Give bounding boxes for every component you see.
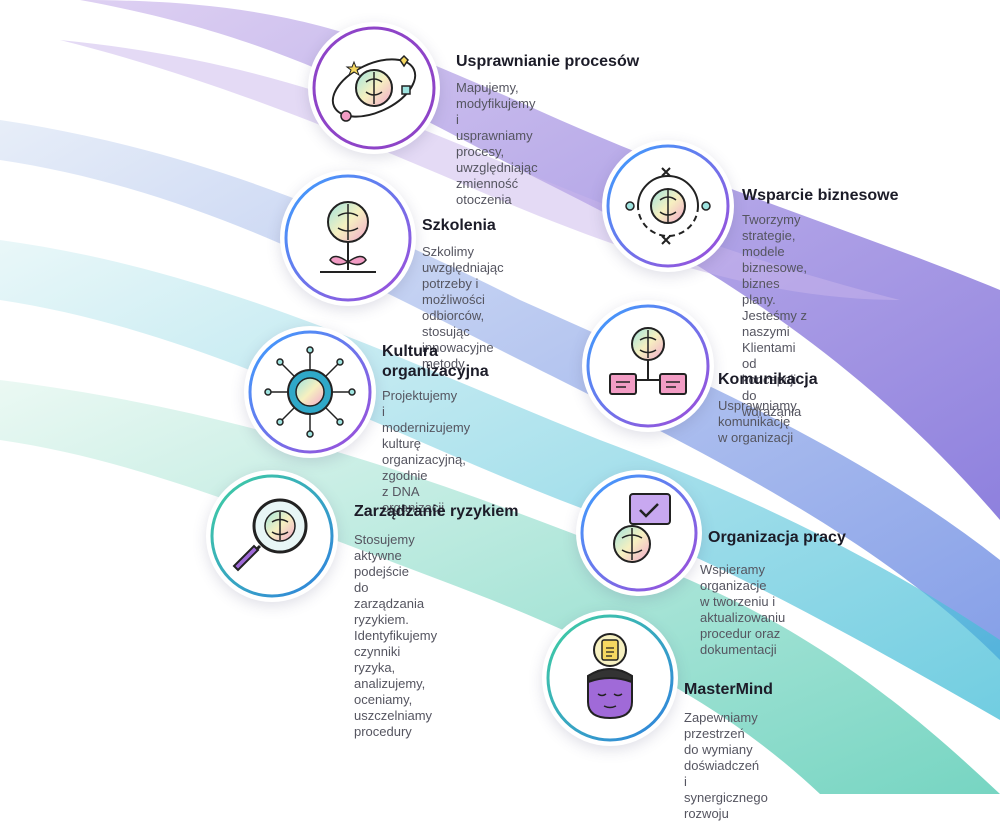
item-title: Zarządzanie ryzykiem <box>354 503 519 520</box>
brain-orbit-icon <box>308 22 440 154</box>
item-title: Usprawnianie procesów <box>456 53 640 70</box>
brain-cycle-icon <box>602 140 734 272</box>
brain-magnifier-icon <box>206 470 338 602</box>
item-description: Usprawniamy komunikację w organizacji <box>718 398 797 445</box>
item-description: Tworzymy strategie, modele biznesowe, bi… <box>742 212 808 419</box>
item-description: Stosujemy aktywne podejście do zarządzan… <box>354 532 438 739</box>
item-description: Zapewniamy przestrzeń do wymiany doświad… <box>684 710 768 821</box>
item-title: Organizacja pracy <box>708 529 846 546</box>
item-description: Mapujemy, modyfikujemy i usprawniamy pro… <box>456 80 538 207</box>
item-title: Kultura organizacyjna <box>382 343 489 380</box>
item-title: MasterMind <box>684 681 773 698</box>
item-description: Projektujemy i modernizujemy kulturę org… <box>382 388 471 515</box>
head-clipboard-icon <box>542 610 678 746</box>
item-title: Szkolenia <box>422 217 496 234</box>
brain-plant-icon <box>280 170 416 306</box>
item-description: Szkolimy uwzględniając potrzeby i możliw… <box>422 244 504 371</box>
brain-checklist-icon <box>576 470 702 596</box>
item-title: Komunikacja <box>718 371 818 388</box>
brain-chat-icon <box>582 300 714 432</box>
item-title: Wsparcie biznesowe <box>742 187 899 204</box>
brain-network-icon <box>244 326 376 458</box>
item-description: Wspieramy organizacje w tworzeniu i aktu… <box>700 562 786 657</box>
